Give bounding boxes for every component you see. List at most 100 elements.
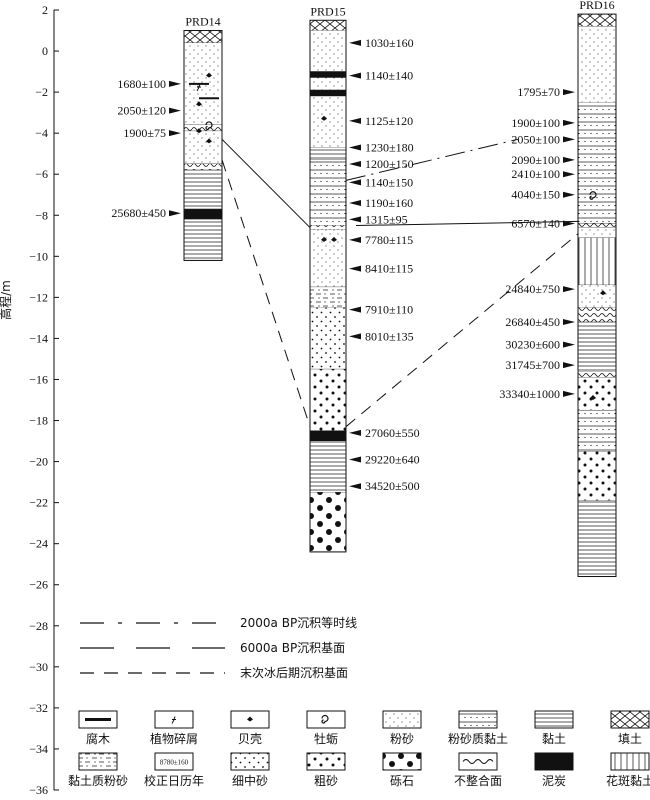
date-text: 8010±135	[365, 329, 414, 343]
date-label: 1125±120	[349, 114, 413, 128]
legend-label: 腐木	[86, 731, 110, 746]
axis-tick-label: −36	[29, 783, 48, 797]
legend-item-shell: 贝壳	[230, 710, 270, 746]
isochron-2000a-line	[345, 138, 519, 181]
legend-swatch	[534, 710, 574, 729]
date-label: 1900±100	[511, 116, 575, 130]
column-outline	[309, 19, 347, 553]
date-label: 1140±150	[349, 175, 413, 189]
layer-coarse-sand	[310, 369, 346, 431]
legend-item-clay: 黏土	[534, 710, 574, 746]
line-legend-label: 2000a BP沉积等时线	[240, 616, 357, 630]
layer-unconformity	[310, 225, 346, 230]
legend-item-mottled-clay: 花斑黏土	[606, 752, 650, 788]
shell-icon	[331, 236, 337, 242]
layer-clay	[184, 170, 222, 210]
axis-tick-label: −10	[29, 249, 48, 263]
date-label: 30230±600	[505, 338, 575, 352]
legend-swatch	[458, 710, 498, 729]
legend-item-silty-clay: 粉砂质黏土	[448, 710, 508, 746]
calibrated-sample-text: 8780±160	[160, 759, 189, 767]
date-label: 8410±115	[349, 262, 413, 276]
layer-unconformity	[578, 371, 616, 378]
layer-mottled-clay	[578, 237, 616, 286]
axis-tick-label: −14	[29, 331, 48, 345]
date-marker	[169, 210, 181, 217]
layer-clay	[310, 441, 346, 493]
axis-tick-label: −32	[29, 701, 48, 715]
date-label: 34520±500	[349, 479, 420, 493]
date-text: 1190±160	[365, 196, 413, 210]
lithology-legend: 腐木植物碎屑贝壳牡蛎粉砂粉砂质黏土黏土填土黏土质粉砂8780±160校正日历年细…	[68, 710, 650, 788]
axis-tick-label: 2	[42, 3, 48, 17]
date-label: 1030±160	[349, 36, 414, 50]
date-text: 34520±500	[365, 479, 420, 493]
date-label: 1190±160	[349, 196, 413, 210]
plant-debris-icon	[171, 716, 176, 724]
date-marker	[169, 130, 181, 137]
shell-icon	[206, 138, 212, 144]
date-marker	[563, 390, 575, 397]
column-title: PRD15	[310, 4, 345, 18]
column-prd14: PRD14	[183, 15, 223, 261]
shell-icon	[321, 236, 327, 242]
shell-icon	[196, 101, 202, 107]
legend-swatch	[458, 752, 498, 771]
date-text: 1140±150	[365, 175, 413, 189]
date-text: 1795±70	[517, 85, 560, 99]
date-label: 8010±135	[349, 329, 414, 343]
date-text: 31745±700	[505, 358, 560, 372]
layer-clay	[578, 500, 616, 577]
legend-label: 泥炭	[542, 774, 566, 788]
legend-item-unconformity: 不整合面	[454, 752, 502, 788]
date-marker	[349, 72, 361, 79]
legend-label: 植物碎屑	[150, 731, 198, 746]
date-text: 30230±600	[505, 338, 560, 352]
date-marker	[349, 265, 361, 272]
axis-tick-label: −4	[35, 126, 48, 140]
date-marker	[563, 362, 575, 369]
legend-label: 校正日历年	[144, 773, 204, 788]
date-text: 1140±140	[365, 69, 413, 83]
axis-tick-label: −16	[29, 372, 48, 386]
date-marker	[349, 306, 361, 313]
legend-label: 花斑黏土	[606, 773, 650, 788]
legend-label: 黏土	[542, 732, 566, 746]
legend-swatch	[382, 752, 422, 771]
date-label: 29220±640	[349, 453, 420, 467]
wood-icon	[189, 82, 209, 85]
date-marker	[563, 171, 575, 178]
shell-icon	[321, 115, 327, 121]
legend-item-fine-medium-sand: 细中砂	[230, 752, 270, 788]
date-text: 2410±100	[511, 167, 560, 181]
axis-tick-label: −22	[29, 496, 48, 510]
date-label: 25680±450	[111, 206, 181, 220]
layer-fine-medium-sand	[310, 307, 346, 370]
date-text: 1030±160	[365, 36, 414, 50]
shell-icon	[247, 716, 253, 722]
date-label: 1315±95	[349, 212, 408, 226]
date-text: 24840±750	[505, 282, 560, 296]
layer-unconformity	[578, 307, 616, 322]
axis-tick-label: 0	[42, 44, 48, 58]
legend-swatch	[78, 752, 118, 771]
radiocarbon-dates: 1680±1002050±1201900±7525680±4501030±160…	[111, 36, 575, 493]
date-label: 2410±100	[511, 167, 575, 181]
date-marker	[563, 319, 575, 325]
layer-silt	[578, 285, 616, 308]
layer-silt	[310, 229, 346, 288]
line-legend-label: 末次冰后期沉积基面	[240, 666, 348, 680]
correlation-lines	[221, 138, 579, 428]
column-outline	[183, 30, 223, 261]
legend-label: 贝壳	[238, 732, 262, 746]
layer-coarse-sand	[578, 377, 616, 411]
date-label: 27060±550	[349, 426, 420, 440]
date-text: 33340±1000	[499, 387, 560, 401]
date-label: 1680±100	[117, 77, 181, 91]
oyster-icon	[205, 121, 213, 131]
date-label: 2050±100	[511, 132, 575, 146]
date-label: 1230±180	[349, 141, 414, 155]
line-legend-item: 6000a BP沉积基面	[80, 641, 345, 655]
date-marker	[349, 179, 361, 186]
